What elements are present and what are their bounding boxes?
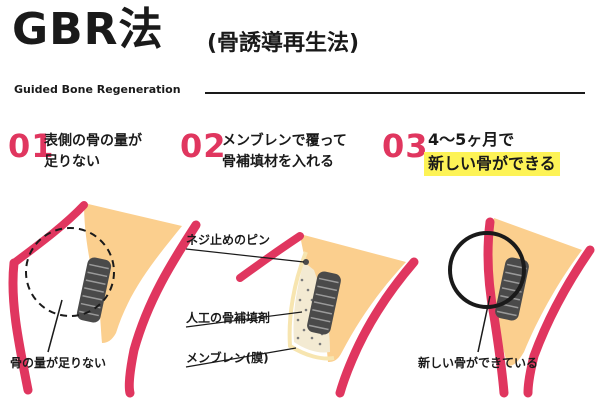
label-insufficient-bone: 骨の量が足りない [10,357,106,369]
panel-1-gum-front [13,263,28,390]
label-membrane: メンブレン(膜) [186,352,269,364]
panel-2-leader-screw [186,249,304,262]
label-new-bone: 新しい骨ができている [418,357,538,369]
panel-1-leader-line [48,300,62,352]
label-bone-filler: 人工の骨補填剤 [186,312,270,324]
label-screw-pin: ネジ止めのピン [186,234,270,246]
